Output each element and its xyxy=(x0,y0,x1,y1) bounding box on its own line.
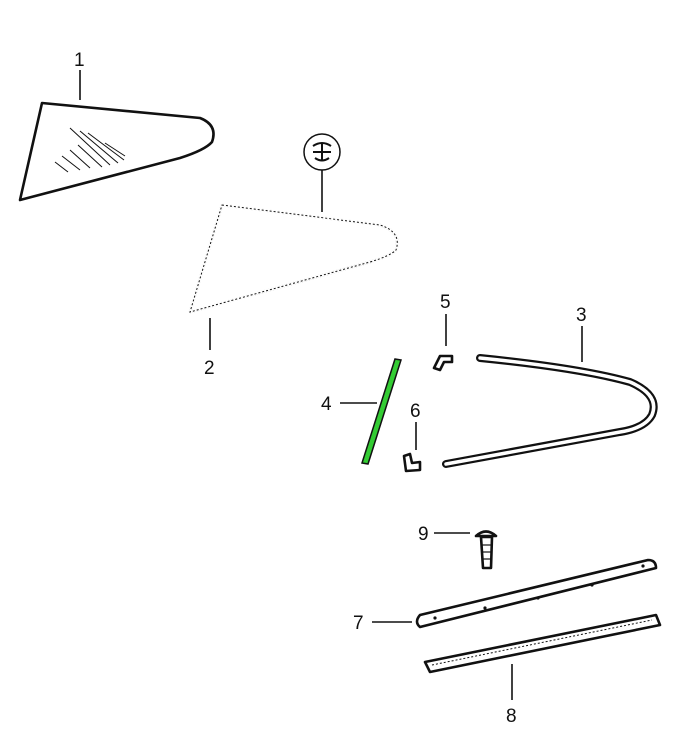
callout-1: 1 xyxy=(74,50,85,71)
callout-4: 4 xyxy=(321,394,332,415)
adhesive-symbol-icon xyxy=(303,133,341,171)
part-9-screw[interactable] xyxy=(474,530,498,570)
callout-6: 6 xyxy=(410,401,421,422)
callout-2: 2 xyxy=(204,358,215,379)
callout-8: 8 xyxy=(506,706,517,727)
part-5-clip[interactable] xyxy=(432,354,454,372)
part-2-seal[interactable] xyxy=(187,203,399,315)
callout-3: 3 xyxy=(576,305,587,326)
callout-9: 9 xyxy=(418,524,429,545)
part-7-rail[interactable] xyxy=(415,558,658,629)
callout-5: 5 xyxy=(440,292,451,313)
part-1-quarter-glass[interactable] xyxy=(18,101,215,202)
part-3-trim-seal[interactable] xyxy=(442,354,658,468)
callout-7: 7 xyxy=(353,613,364,634)
part-4-strip-highlighted[interactable] xyxy=(361,358,402,465)
part-8-tape-strip[interactable] xyxy=(423,613,662,674)
part-6-clip[interactable] xyxy=(402,452,422,473)
